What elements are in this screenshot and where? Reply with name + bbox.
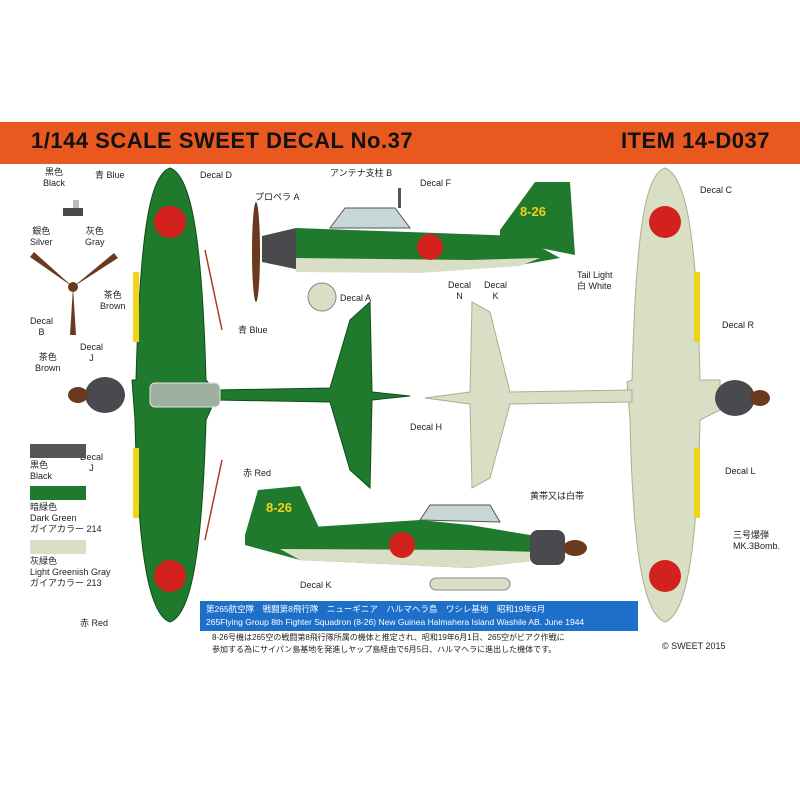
yellow-band-label: 黄帯又は白帯 [530, 491, 585, 501]
side-view-aircraft-lower [245, 486, 587, 591]
history-note-line1: 8-26号機は265空の戦闘第8飛行隊所属の機体と推定され、昭和19年6月1日、… [212, 633, 565, 642]
top-view-aircraft [68, 167, 411, 623]
copyright: © SWEET 2015 [662, 641, 726, 651]
history-note-line2: 参加する為にサイパン島基地を発進しヤップ島経由で6月5日、ハルマヘラに進出した機… [212, 645, 557, 654]
decal-l-label: Decal L [725, 466, 756, 476]
decal-r-label: Decal R [722, 320, 755, 330]
decal-c-label: Decal C [700, 185, 733, 195]
header-banner [0, 122, 800, 164]
side-view-aircraft-upper [252, 182, 575, 312]
red-bottom-label: 赤 Red [80, 618, 109, 628]
item-number: ITEM 14-D037 [620, 128, 770, 153]
decal-f-label: Decal F [420, 178, 452, 188]
red-mid-label: 赤 Red [243, 468, 272, 478]
antenna-label: アンテナ支柱 B [330, 168, 393, 178]
blue-top-label: 青 Blue [95, 170, 125, 180]
propeller-label: プロペラ A [255, 192, 300, 202]
history-note: 8-26号機は265空の戦闘第8飛行隊所属の機体と推定され、昭和19年6月1日、… [212, 632, 565, 656]
decal-a-label: Decal A [340, 293, 372, 303]
page-title: 1/144 SCALE SWEET DECAL No.37 [31, 128, 414, 153]
caption-line-english: 265Flying Group 8th Fighter Squadron (8-… [206, 617, 585, 627]
bottom-view-aircraft [424, 167, 770, 623]
legend-swatch-dark-green [30, 486, 86, 500]
blue-wing-label: 青 Blue [238, 325, 268, 335]
decal-d-label: Decal D [200, 170, 233, 180]
caption-line-japanese: 第265航空隊 戦闘第8飛行隊 ニューギニア ハルマヘラ島 ワシレ基地 昭和19… [206, 604, 546, 614]
decal-h-label: Decal H [410, 422, 443, 432]
tail-code-upper: 8-26 [520, 204, 547, 219]
legend-swatch-black [30, 444, 86, 458]
antenna-part [63, 200, 83, 216]
caption-box: 第265航空隊 戦闘第8飛行隊 ニューギニア ハルマヘラ島 ワシレ基地 昭和19… [200, 601, 638, 631]
legend-swatch-light-gray [30, 540, 86, 554]
decal-k-bottom-label: Decal K [300, 580, 332, 590]
propeller-part [30, 252, 118, 335]
tail-code-lower: 8-26 [266, 500, 293, 515]
